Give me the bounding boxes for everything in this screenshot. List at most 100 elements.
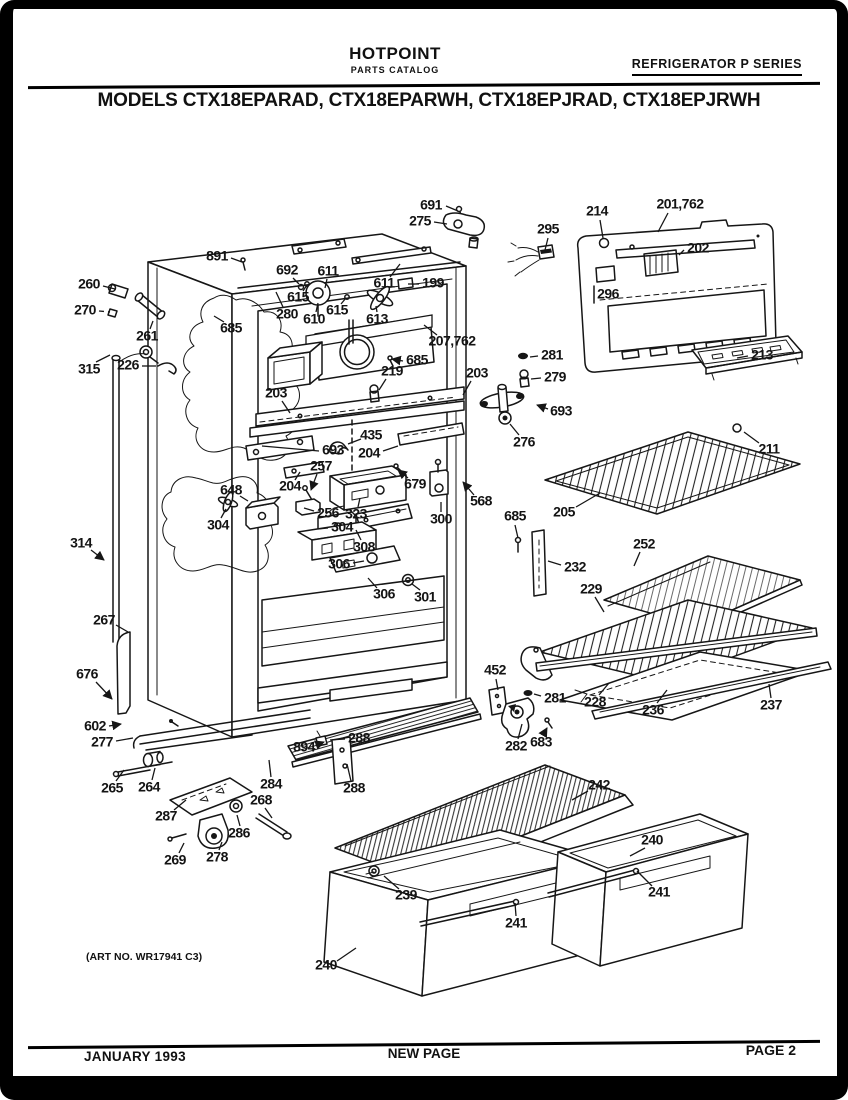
leader-line: [445, 205, 459, 212]
leader-line: [433, 221, 448, 225]
leader-line: [115, 769, 125, 782]
series-label: REFRIGERATOR P SERIES: [631, 57, 802, 76]
part-label-202: 202: [687, 240, 710, 256]
leader-line: [657, 212, 669, 233]
part-label-613: 613: [366, 311, 389, 327]
leader-line: [357, 497, 361, 508]
leader-line: [571, 790, 589, 801]
leader-line: [382, 445, 399, 452]
part-label-611: 611: [317, 263, 339, 279]
part-label-315: 315: [78, 361, 101, 377]
leader-line: [656, 689, 668, 704]
part-label-611: 611: [373, 275, 395, 291]
leader-line: [636, 870, 653, 887]
part-label-287: 287: [155, 808, 178, 824]
part-label-304: 304: [207, 517, 230, 533]
leader-line: [315, 302, 319, 313]
part-label-260: 260: [78, 276, 101, 292]
shelf-rail-228: [535, 627, 818, 672]
part-label-204: 204: [358, 445, 381, 461]
part-label-568: 568: [470, 493, 493, 509]
part-label-205: 205: [553, 504, 576, 520]
leader-line: [678, 249, 685, 256]
leader-line: [423, 324, 438, 336]
leader-line: [495, 678, 499, 691]
part-label-228: 228: [584, 694, 607, 710]
part-label-693: 693: [550, 403, 573, 419]
leader-line: [115, 624, 129, 633]
part-label-199: 199: [422, 275, 445, 291]
drain-tray-213: [691, 335, 803, 381]
rear-panel: [576, 219, 777, 373]
part-label-306: 306: [328, 556, 351, 572]
part-label-280: 280: [276, 306, 299, 322]
part-label-296: 296: [597, 286, 620, 302]
leader-line: [517, 723, 523, 740]
part-label-615: 615: [287, 289, 310, 305]
leader-line: [530, 377, 542, 380]
part-label-241: 241: [505, 915, 528, 931]
part-label-236: 236: [642, 702, 665, 718]
leader-line: [391, 355, 404, 366]
part-label-229: 229: [580, 581, 603, 597]
part-label-267: 267: [93, 612, 116, 628]
part-label-300: 300: [430, 511, 453, 527]
part-label-242: 242: [588, 777, 611, 793]
part-label-295: 295: [537, 221, 560, 237]
leader-line: [462, 481, 475, 496]
part-label-685: 685: [504, 508, 527, 524]
leader-line: [303, 507, 315, 512]
part-label-301: 301: [414, 589, 437, 605]
part-label-648: 648: [220, 482, 243, 498]
part-label-314: 314: [70, 535, 93, 551]
leader-line: [108, 720, 122, 731]
part-label-277: 277: [91, 734, 114, 750]
leader-line: [236, 814, 241, 827]
leader-line: [302, 284, 308, 292]
part-label-252: 252: [633, 536, 656, 552]
leader-line: [633, 551, 641, 567]
models-title: MODELS CTX18EPARAD, CTX18EPARWH, CTX18EP…: [97, 90, 761, 111]
part-label-264: 264: [138, 779, 161, 795]
leader-line: [340, 297, 347, 305]
leader-line: [275, 291, 284, 308]
leader-line: [736, 355, 749, 359]
leader-line: [178, 842, 185, 854]
leader-line: [314, 740, 325, 750]
part-label-213: 213: [751, 347, 774, 363]
leader-line: [173, 799, 187, 811]
leader-line: [264, 807, 273, 819]
leader-line: [292, 277, 300, 285]
part-label-269: 269: [164, 852, 187, 868]
brand-name: HOTPOINT: [349, 44, 441, 63]
part-label-615: 615: [326, 302, 349, 318]
part-label-240: 240: [315, 957, 338, 973]
part-label-306: 306: [373, 586, 396, 602]
leader-line: [149, 320, 154, 330]
cabinet-shell: [147, 233, 467, 738]
wire-harness-295: [507, 242, 555, 277]
leader-line: [367, 577, 378, 589]
part-label-284: 284: [260, 776, 283, 792]
leader-line: [768, 683, 772, 699]
part-label-308: 308: [353, 539, 376, 555]
part-label-241: 241: [648, 884, 671, 900]
part-label-278: 278: [206, 849, 229, 865]
part-label-693: 693: [322, 442, 345, 458]
leader-line: [309, 473, 319, 491]
part-label-214: 214: [586, 203, 609, 219]
part-label-261: 261: [136, 328, 159, 344]
leader-line: [294, 471, 301, 481]
part-label-268: 268: [250, 792, 273, 808]
leader-line: [213, 315, 225, 323]
part-label-894: 894: [293, 739, 316, 755]
fan-blade-613: [366, 285, 394, 311]
leader-line: [509, 423, 520, 436]
part-label-237: 237: [760, 697, 783, 713]
part-label-239: 239: [395, 887, 418, 903]
brand-subtitle: PARTS CATALOG: [350, 65, 440, 75]
leader-line: [529, 355, 539, 358]
leader-line: [594, 596, 605, 613]
part-label-452: 452: [484, 662, 507, 678]
